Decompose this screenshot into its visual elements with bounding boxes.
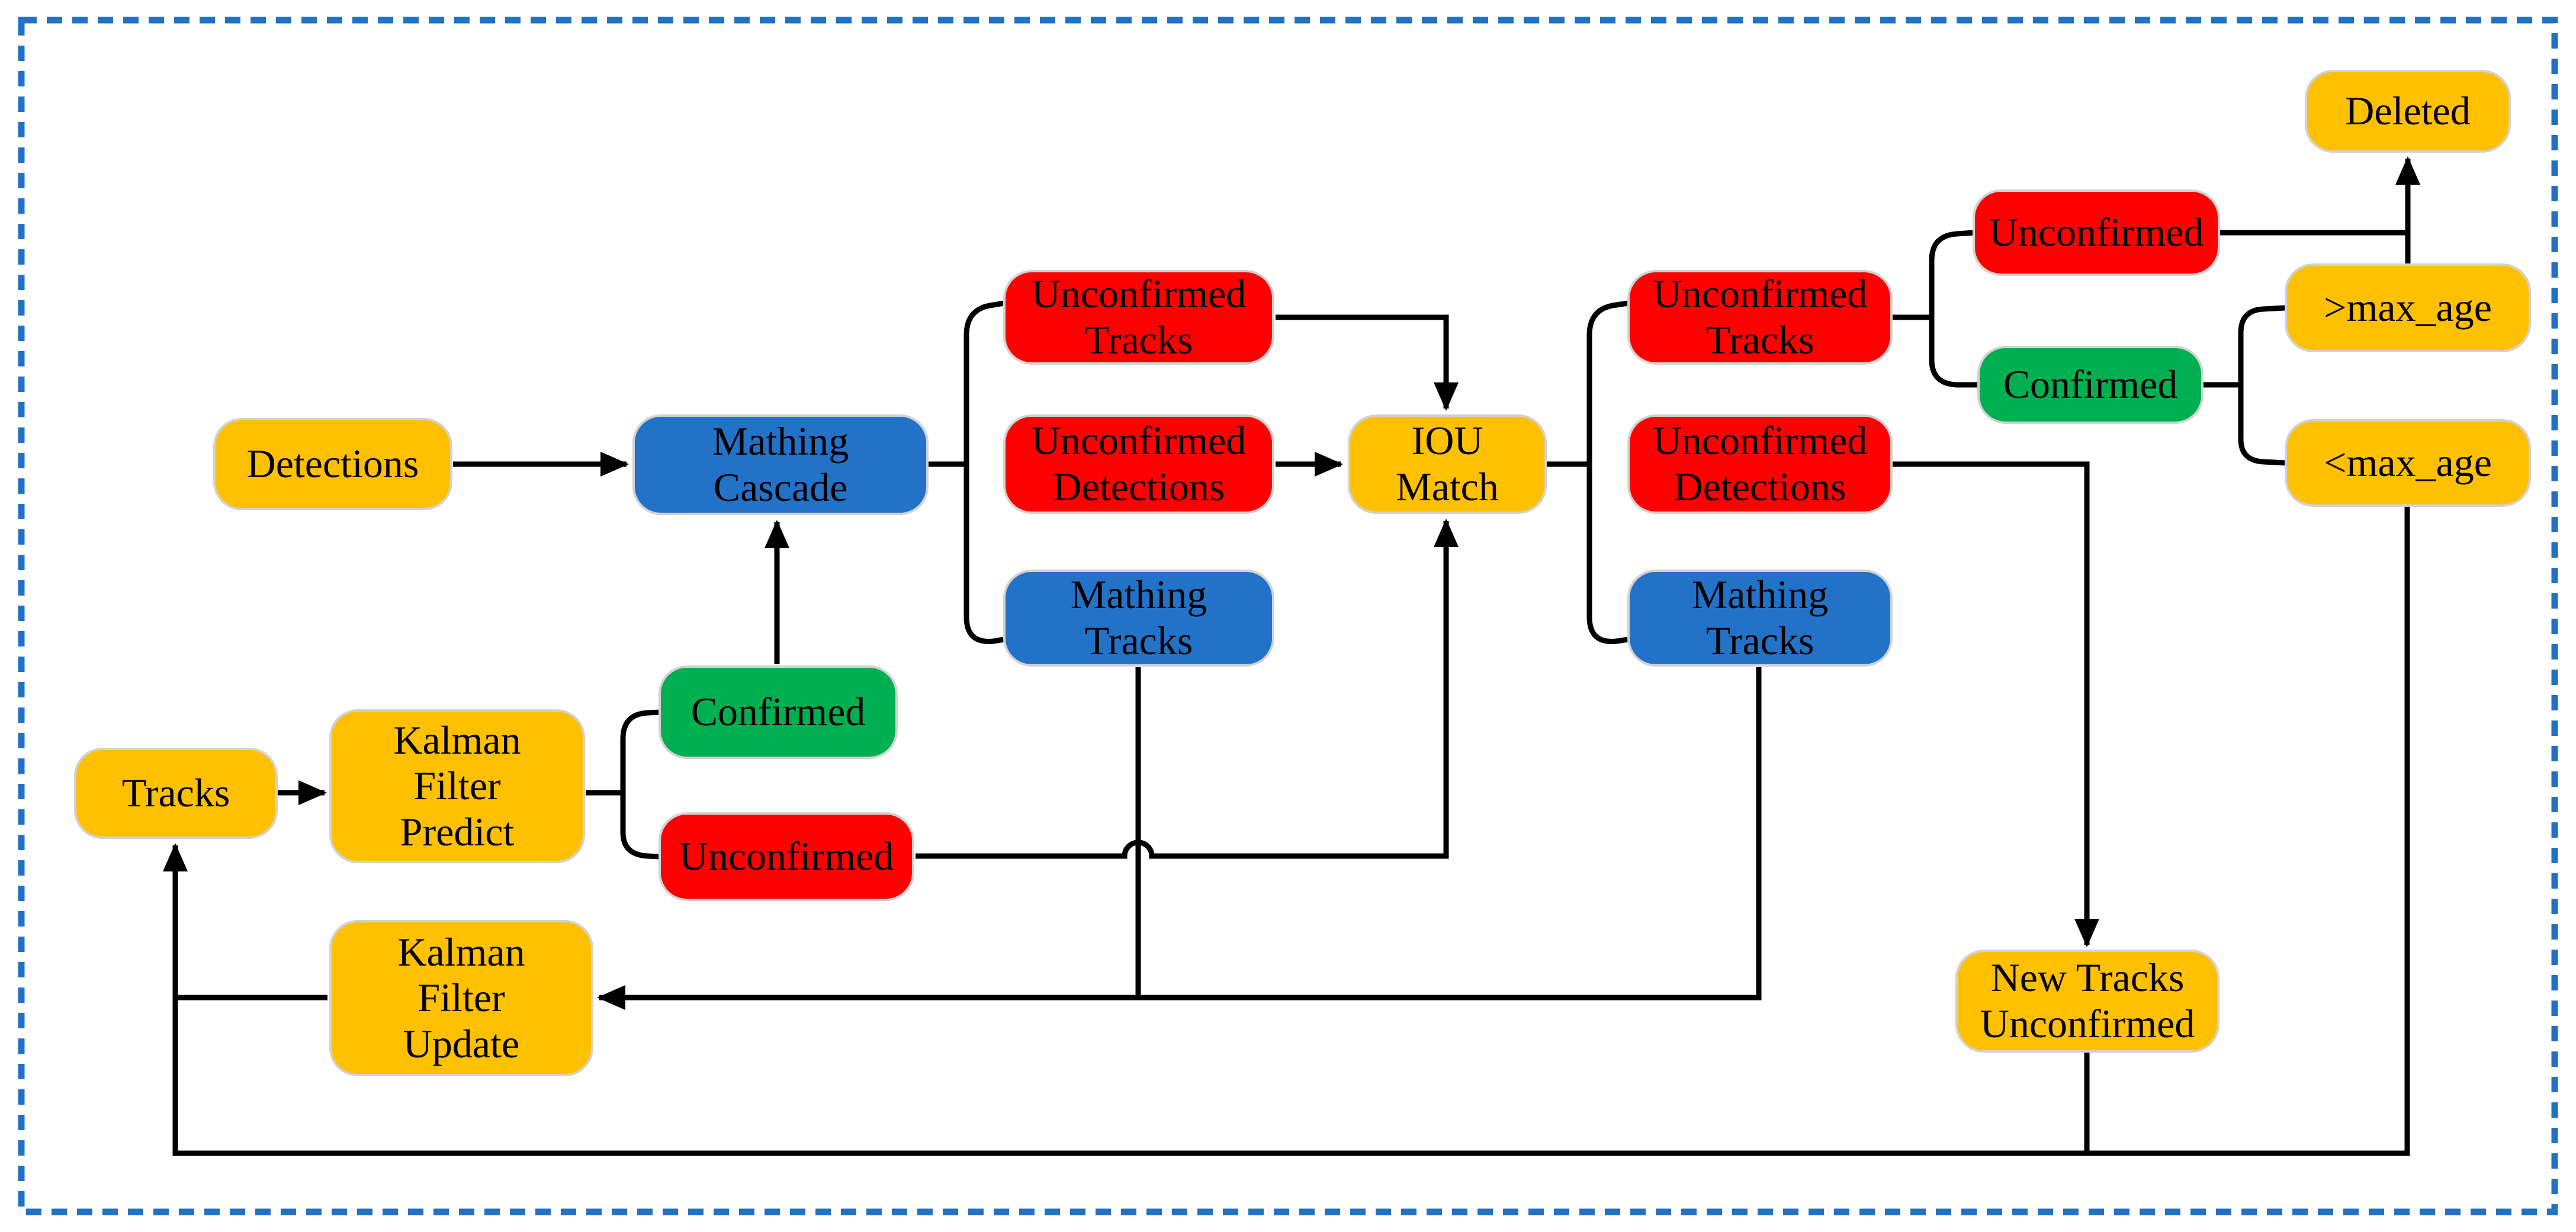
node-lt-max-age: <max_age [2285,419,2531,507]
node-label: Mathing Tracks [1691,572,1829,663]
edge-mid-unconfirmed-tracks-to-iou [1276,314,1459,411]
node-label: Unconfirmed Tracks [1652,271,1868,362]
node-mid-unconfirmed-detections: Unconfirmed Detections [1003,414,1274,514]
node-deleted: Deleted [2305,70,2511,153]
node-label: <max_age [2324,440,2492,485]
node-label: New Tracks Unconfirmed [1980,955,2195,1046]
node-confirmed-state: Confirmed [1977,346,2204,424]
node-label: Mathing Cascade [712,419,849,510]
node-label: Unconfirmed [1989,210,2204,255]
node-right-unconfirmed-detections: Unconfirmed Detections [1627,414,1893,514]
node-label: Confirmed [2003,362,2178,407]
node-detections: Detections [213,418,452,510]
node-kalman-filter-predict: Kalman Filter Predict [329,709,585,863]
node-label: Unconfirmed [679,834,894,879]
edge-cascade-split [929,300,1005,644]
edge-right-unconf-dets-to-new-tracks [1893,461,2099,947]
node-label: >max_age [2324,285,2492,330]
edge-kalman-predict-split [586,709,660,860]
node-label: Detections [246,441,419,487]
node-label: Deleted [2345,88,2471,134]
node-unconfirmed-state: Unconfirmed [1973,189,2220,276]
node-right-mathing-tracks: Mathing Tracks [1627,570,1893,667]
node-label: IOU Match [1396,418,1499,509]
node-label: Tracks [121,770,230,816]
edge-right-mathing-to-kalman-update [597,667,1762,1010]
node-label: Unconfirmed Detections [1652,418,1868,509]
node-label: Kalman Filter Update [397,929,525,1066]
node-label: Confirmed [690,689,866,735]
edge-confirmed-state-split [2204,305,2286,466]
node-unconfirmed-predict: Unconfirmed [659,812,914,901]
node-mid-unconfirmed-tracks: Unconfirmed Tracks [1003,270,1274,365]
node-kalman-filter-update: Kalman Filter Update [329,920,593,1076]
dashed-frame-border [18,17,2558,1215]
edge-iou-split [1547,300,1629,644]
node-confirmed-predict: Confirmed [659,665,898,759]
node-iou-match: IOU Match [1348,414,1547,514]
node-label: Mathing Tracks [1070,572,1207,663]
node-mid-mathing-tracks: Mathing Tracks [1003,570,1274,667]
node-label: Kalman Filter Predict [393,717,521,854]
node-gt-max-age: >max_age [2285,263,2531,352]
node-right-unconfirmed-tracks: Unconfirmed Tracks [1627,270,1893,365]
node-label: Unconfirmed Detections [1031,418,1247,509]
node-mathing-cascade: Mathing Cascade [632,414,929,515]
node-new-tracks-unconfirmed: New Tracks Unconfirmed [1955,950,2220,1053]
edge-right-unconfirmed-tracks-split [1893,230,1978,388]
node-tracks: Tracks [74,748,278,839]
node-label: Unconfirmed Tracks [1031,271,1247,362]
